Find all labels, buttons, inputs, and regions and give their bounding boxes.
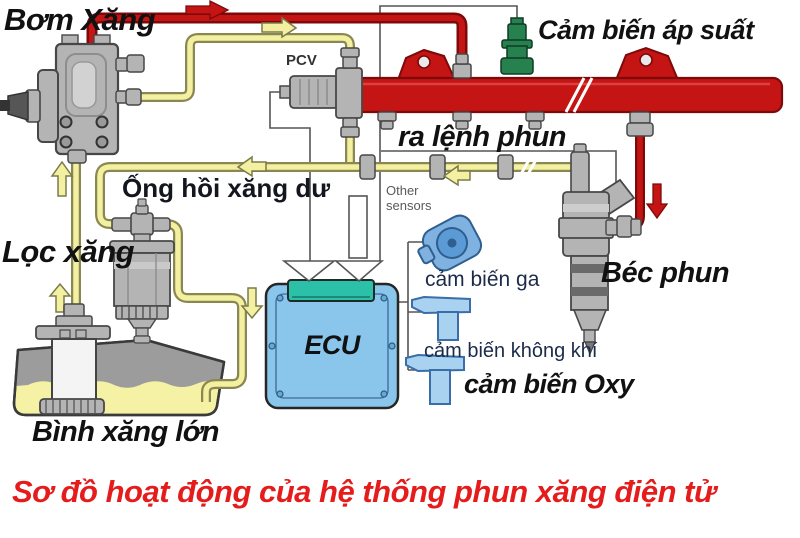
ecu-label: ECU xyxy=(304,330,360,360)
air-sensor-art xyxy=(411,295,471,341)
flow-arrow-down-tank xyxy=(240,287,264,320)
fuel-filter-art xyxy=(109,198,175,344)
injector-art xyxy=(558,143,642,356)
other-sensors-label: Other sensors xyxy=(386,183,432,214)
oxygen-sensor-art xyxy=(405,353,465,405)
other-sensors-line2: sensors xyxy=(386,197,432,213)
red-injector-pipe xyxy=(612,111,669,231)
signal-wires xyxy=(269,5,617,371)
flow-arrow-return-left-2 xyxy=(442,164,471,187)
throttle-sensor-label: cảm biến ga xyxy=(425,268,540,291)
flow-arrow-red-right xyxy=(185,0,230,21)
flow-arrow-feed-right xyxy=(261,16,298,39)
flow-arrows-yellow xyxy=(48,16,471,320)
ecu-art xyxy=(264,279,400,410)
in-tank-pump-art xyxy=(35,303,111,415)
fuel-rail xyxy=(350,46,784,130)
flow-arrow-return-left-1 xyxy=(236,155,267,178)
ecu-input-arrow-right xyxy=(333,260,385,283)
fuel-pump-art xyxy=(0,34,145,164)
fuel-pump-label: Bơm Xăng xyxy=(4,2,156,37)
oxygen-sensor-label: cảm biến Oxy xyxy=(464,369,634,399)
pcv-valve-art xyxy=(279,47,363,138)
fuel-tank-label: Bình xăng lớn xyxy=(32,416,219,448)
ecu-input-arrows xyxy=(281,195,385,283)
tank-inlet-pipe-tail xyxy=(201,360,247,402)
ecu-input-arrow-left xyxy=(281,260,337,283)
throttle-sensor-art xyxy=(417,214,483,272)
flow-arrow-up-1 xyxy=(50,160,74,197)
yellow-fuel-pipes xyxy=(71,33,587,402)
flow-arrow-red-down xyxy=(645,183,669,220)
pressure-sensor-label: Cảm biến áp suất xyxy=(538,15,754,45)
return-pipe-label: Ống hồi xăng dư xyxy=(122,173,331,203)
injection-command-label: ra lệnh phun xyxy=(398,121,567,153)
air-sensor-label: cảm biến không khí xyxy=(424,340,598,362)
other-sensors-line1: Other xyxy=(386,183,419,198)
pcv-label: PCV xyxy=(286,52,317,69)
fuel-filter-label: Lọc xăng xyxy=(2,234,135,269)
injector-label: Béc phun xyxy=(601,257,730,289)
diagram-caption: Sơ đồ hoạt động của hệ thống phun xăng đ… xyxy=(12,474,716,509)
pressure-sensor-art xyxy=(500,17,534,75)
